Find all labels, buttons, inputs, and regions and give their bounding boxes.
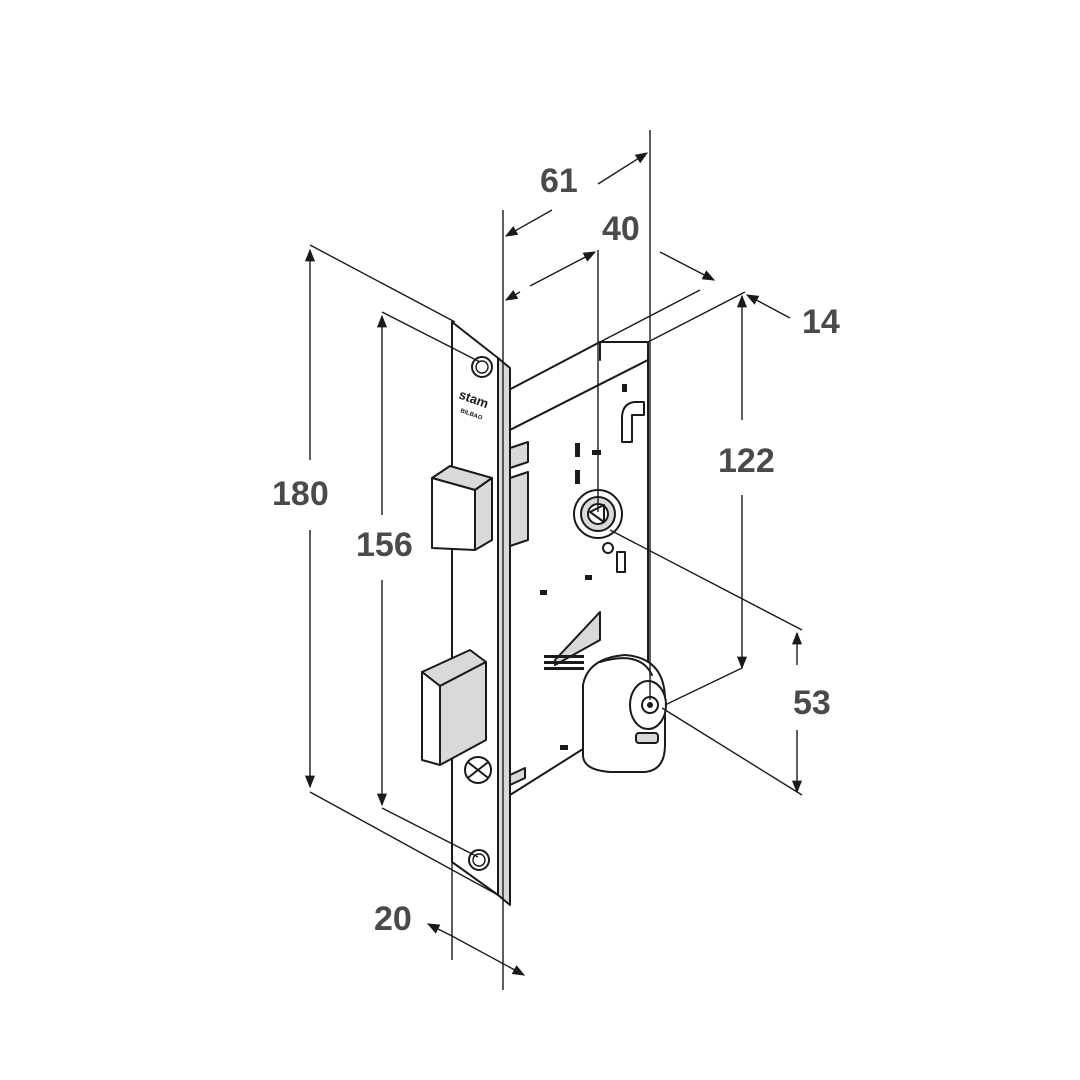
slot-1 — [575, 443, 580, 457]
dim-label-14: 14 — [802, 303, 840, 341]
slot-6 — [585, 575, 592, 580]
cylinder-badge — [635, 732, 659, 744]
dim-label-156: 156 — [356, 526, 413, 564]
cylinder-key-pin — [647, 702, 653, 708]
slot-8 — [616, 551, 626, 573]
bottom-screw-hole — [468, 849, 490, 871]
dim-label-53: 53 — [793, 684, 831, 722]
dim-label-122: 122 — [718, 442, 775, 480]
dim-label-61: 61 — [540, 162, 578, 200]
slot-5 — [540, 590, 547, 595]
dimension-lines — [304, 130, 803, 990]
dim-label-180: 180 — [272, 475, 329, 513]
dimension-labels: 180 156 61 40 14 122 53 20 — [272, 162, 840, 938]
hook-cutout — [621, 401, 645, 443]
slot-4 — [622, 384, 627, 392]
top-screw-hole — [471, 356, 493, 378]
faceplate-front — [451, 321, 499, 896]
slot-3 — [592, 450, 601, 455]
latch-bolt-front — [431, 477, 476, 551]
ratchet — [544, 655, 584, 670]
pin-hole — [602, 542, 614, 554]
cylinder — [582, 654, 667, 773]
faceplate: stam BILBAO — [421, 321, 511, 906]
case-tab-2 — [509, 471, 529, 547]
slot-7 — [560, 745, 568, 750]
dim-label-20: 20 — [374, 900, 412, 938]
dim-label-40: 40 — [602, 210, 640, 248]
lock-case — [504, 341, 667, 796]
deadbolt-front — [421, 671, 441, 766]
faceplate-edge — [497, 357, 511, 906]
slot-2 — [575, 470, 580, 484]
deadbolt-side — [439, 661, 487, 766]
latch-bolt-side — [474, 477, 493, 551]
follower-square — [589, 504, 605, 523]
